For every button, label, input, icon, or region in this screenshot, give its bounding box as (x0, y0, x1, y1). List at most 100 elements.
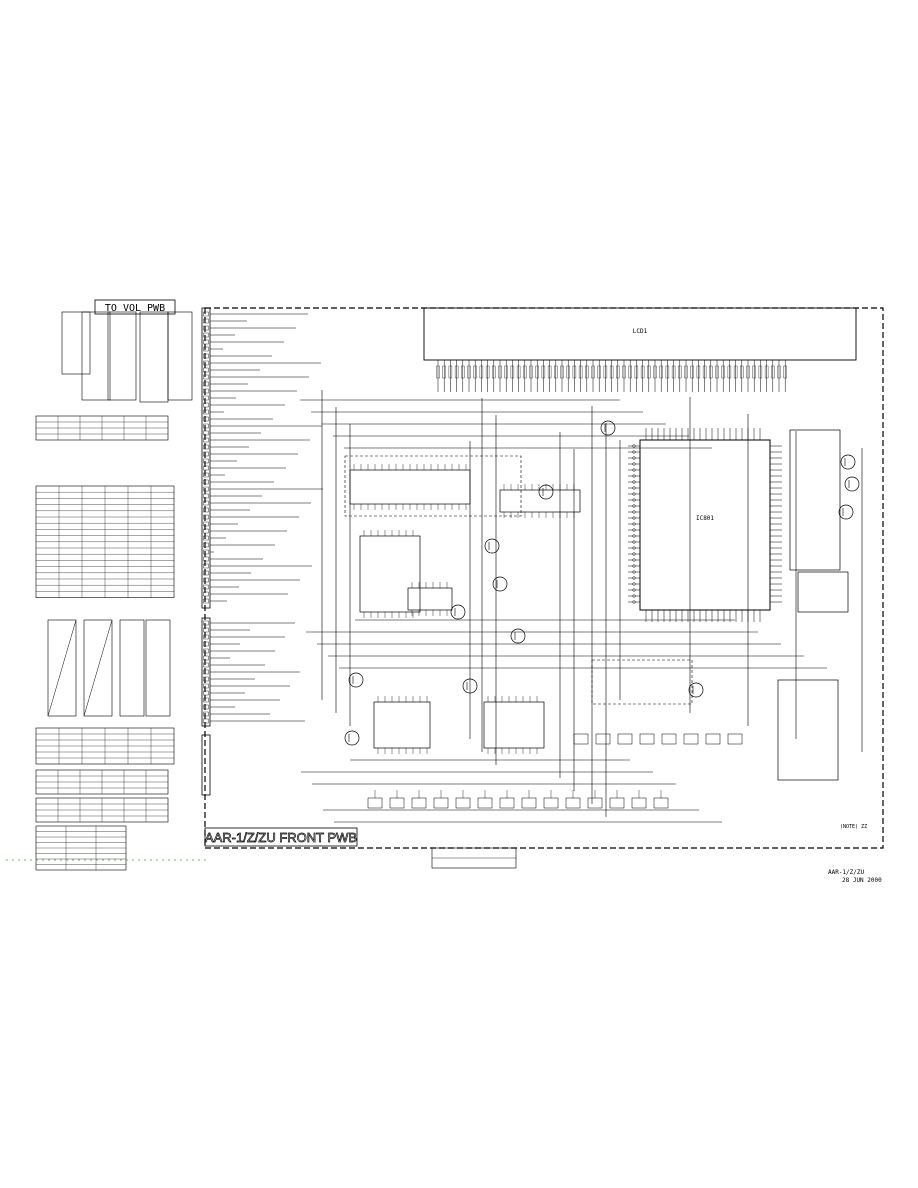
connector-pin (203, 388, 209, 394)
lcd-pin-pad (671, 365, 676, 379)
transistor (344, 730, 360, 746)
lcd-pin-pad (727, 365, 732, 379)
switch (617, 733, 633, 745)
lcd-pin-pad (479, 365, 484, 379)
front-pwb-label-block: AAR-1/Z/ZU FRONT PWB (205, 827, 357, 847)
connector-pin (203, 598, 209, 604)
ic-pin-dot (632, 546, 636, 550)
switch (565, 797, 581, 809)
ic-pin-dot (632, 516, 636, 520)
ic-pin-dot (632, 510, 636, 514)
switch (433, 797, 449, 809)
connector-pin (203, 346, 209, 352)
lcd-pin-pad (566, 365, 570, 379)
ic-pin-dot (632, 474, 636, 478)
switch (477, 797, 493, 809)
lcd-pin-pad (665, 365, 670, 379)
ic-pin-dot (632, 498, 636, 502)
connector-pin (203, 690, 209, 696)
ic-pin-dot (632, 462, 636, 466)
lcd-pin-pad (436, 365, 440, 379)
transistor (462, 678, 478, 694)
ic-pin-dot (632, 594, 636, 598)
lcd-pin-pad (498, 365, 502, 379)
lcd-pin-pad (554, 365, 558, 379)
ic-pin-dot (632, 600, 636, 604)
lcd-pin-pad (634, 365, 639, 379)
ic-pin-dot (632, 492, 636, 496)
connector-pin (203, 507, 209, 513)
switch (521, 797, 537, 809)
connector-cn3 (201, 734, 211, 796)
connector-pin (203, 514, 209, 520)
lcd-pin-pad (473, 365, 477, 379)
lcd-pin-pad (696, 365, 701, 379)
connector-pin (203, 479, 209, 485)
lcd-pin-pad (591, 365, 595, 379)
connector-pin (203, 662, 209, 668)
switch (595, 733, 611, 745)
lcd-pin-pad (541, 365, 546, 379)
transistor (348, 672, 364, 688)
switch (653, 797, 669, 809)
inner-region (591, 659, 693, 705)
connector-pin (203, 591, 209, 597)
transistor (838, 504, 854, 520)
connector-pin (203, 395, 209, 401)
ic-pin-dot (632, 480, 636, 484)
switch (543, 797, 559, 809)
ic-pin-dot (632, 450, 636, 454)
front-pwb-label: AAR-1/Z/ZU FRONT PWB (205, 830, 357, 845)
lcd-pin-pad (597, 365, 601, 379)
connector-pin (203, 367, 209, 373)
connector-pin (203, 711, 209, 717)
lcd-pin-pad (715, 365, 719, 379)
switch (609, 797, 625, 809)
connector-pin (203, 430, 209, 436)
connector-pin (203, 325, 209, 331)
connector-pin (203, 409, 209, 415)
connector-pin (203, 641, 209, 647)
connector-pin (203, 353, 209, 359)
lcd-pin-pad (467, 365, 471, 379)
lcd-pin-pad (659, 365, 663, 379)
lcd-pin-pad (622, 365, 626, 379)
ic-pin-dot (632, 528, 636, 532)
transistor (510, 628, 526, 644)
connector-pin (203, 627, 209, 633)
connector-pin (203, 648, 209, 654)
ic-pin-dot (632, 444, 636, 448)
ic-pin-dot (632, 504, 636, 508)
lcd-pin-pad (442, 365, 446, 379)
switch (631, 797, 647, 809)
sub-ic (359, 535, 421, 613)
connector-pin (203, 360, 209, 366)
inner-region (344, 455, 522, 517)
connector-pin (203, 437, 209, 443)
sub-ic (483, 701, 545, 749)
lcd-pin-pad (783, 365, 787, 379)
spec-tables (35, 415, 175, 871)
lcd-pin-pad (609, 365, 614, 379)
connector-pin (203, 458, 209, 464)
model-label: AAR-1/Z/ZU (828, 869, 865, 876)
connector-pin (203, 416, 209, 422)
switch (727, 733, 743, 745)
lcd-pin-pad (461, 365, 465, 379)
lcd-pin-pad (746, 365, 750, 379)
lcd-pin-pad (777, 365, 781, 379)
sub-ic (499, 489, 581, 513)
connector-pin (203, 563, 209, 569)
switch (639, 733, 655, 745)
connector-pin (203, 423, 209, 429)
ic-pin-dot (632, 588, 636, 592)
ic-pin-dot (632, 534, 636, 538)
connector-pin (203, 339, 209, 345)
lcd-pin-pad (721, 365, 725, 379)
ic-pin-dot (632, 564, 636, 568)
lcd-pin-pad (616, 365, 620, 379)
ic-pin-dot (632, 522, 636, 526)
transistor (688, 682, 704, 698)
connector-pin (203, 570, 209, 576)
ic-pin-dot (632, 582, 636, 586)
